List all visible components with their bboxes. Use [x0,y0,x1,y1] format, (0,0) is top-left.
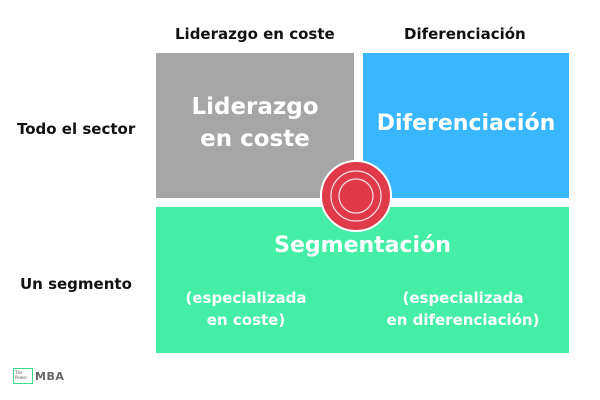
column-label-cost-leadership: Liderazgo en coste [175,25,335,43]
segmentation-cost-focus-line2: en coste) [206,311,286,329]
target-inner-ring [338,178,374,214]
row-label-one-segment: Un segmento [20,275,132,293]
row-label-whole-sector: Todo el sector [17,120,136,138]
target-circle-icon [320,160,392,232]
segmentation-cost-focus-line1: (especializada [185,289,307,307]
logo-text: MBA [35,369,65,383]
quadrant-cost-leadership-line2: en coste [200,125,310,152]
the-power-mba-logo: The Power MBA [13,368,64,384]
logo-mark-text-2: Power [15,375,28,380]
logo-mark: The Power [13,368,33,384]
column-label-differentiation: Diferenciación [404,25,526,43]
segmentation-differentiation-focus-line2: en diferenciación) [386,311,540,329]
quadrant-differentiation-label: Diferenciación [376,111,556,136]
segmentation-title: Segmentación [274,233,451,258]
segmentation-differentiation-focus-line1: (especializada [402,289,524,307]
target-middle-ring [330,170,382,222]
logo-mark-text-1: The [15,370,23,375]
segmentation-cost-focus: (especializada en coste) [156,287,336,331]
quadrant-cost-leadership-line1: Liderazgo [191,93,319,120]
quadrant-cost-leadership: Liderazgo en coste [156,53,354,198]
quadrant-differentiation: Diferenciación [363,53,569,198]
segmentation-differentiation-focus: (especializada en diferenciación) [373,287,553,331]
